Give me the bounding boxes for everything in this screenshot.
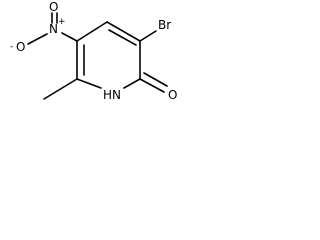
atom-nitro-oxygen-top: O (49, 0, 58, 14)
bonds (27, 12, 168, 100)
bond-n-o-left (27, 33, 48, 45)
bond-c5-c4 (76, 21, 108, 42)
atom-ring-nitrogen-hydrogen: H (103, 88, 112, 102)
bond-c2-o (139, 78, 165, 93)
bond-n1-c6 (76, 78, 102, 89)
bond-c6-methyl (43, 78, 78, 100)
atom-ring-nitrogen: N (112, 88, 121, 102)
chemical-structure: Br O N + O - H N O (10, 0, 177, 102)
nitro-oxygen-charge: - (10, 42, 13, 52)
atom-labels: Br O N + O - H N O (10, 0, 177, 102)
bond-c2-o-double (143, 72, 168, 87)
atom-nitro-nitrogen: N (49, 22, 58, 36)
atom-bromine: Br (158, 18, 171, 32)
atom-nitro-oxygen-left: O (16, 40, 25, 54)
bond-c3-br (139, 30, 157, 42)
bond-c4-c3 (106, 21, 141, 42)
nitro-nitrogen-charge: + (58, 17, 66, 27)
bond-c5-n-nitro (61, 32, 78, 42)
bond-c4-c3-double-inner (108, 29, 137, 46)
bond-c2-n1 (123, 78, 141, 89)
atom-carbonyl-oxygen: O (168, 88, 177, 102)
